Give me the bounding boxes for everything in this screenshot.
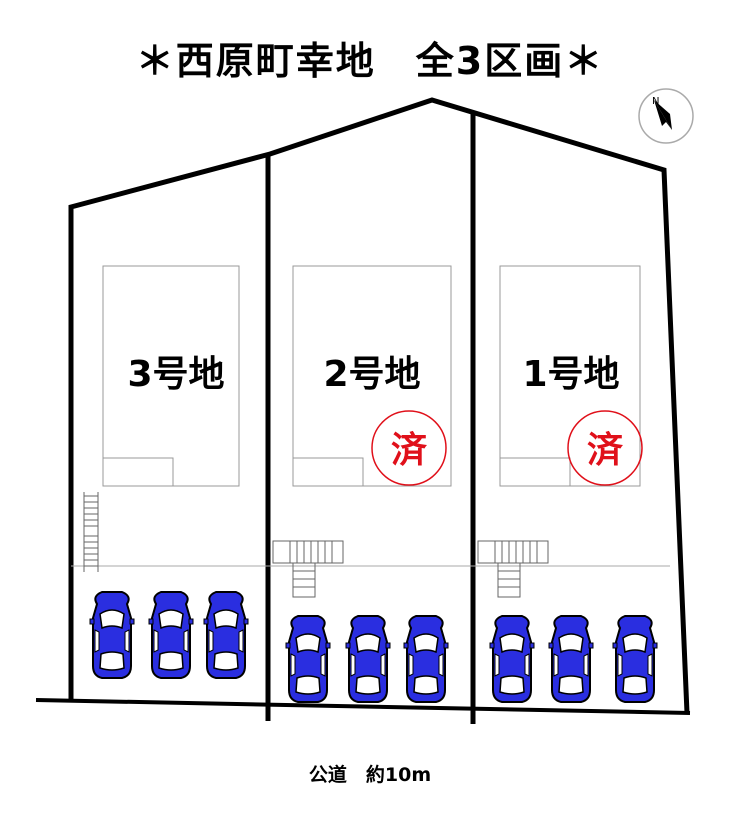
stairs-icon (83, 491, 99, 573)
sold-mark: 済 (391, 430, 427, 471)
site-boundary (68, 97, 690, 714)
building-annex (292, 457, 364, 487)
building-annex (102, 457, 174, 487)
road-label: 公道 約10m (308, 764, 432, 786)
road-edge-line (35, 698, 691, 715)
parking-car-icon (148, 591, 194, 679)
sold-stamp: 済 (567, 410, 643, 486)
page-title: ＊西原町幸地 全3区画＊ (135, 39, 605, 83)
parking-car-icon (612, 615, 658, 703)
parking-car-icon (345, 615, 391, 703)
parking-car-icon (489, 615, 535, 703)
lot-1[interactable]: 1号地 済 (473, 265, 670, 703)
lot-2[interactable]: 2号地 済 (268, 265, 473, 703)
parking-car-icon (89, 591, 135, 679)
stairs-icon (477, 540, 549, 598)
sold-mark: 済 (587, 430, 623, 471)
lot-label: 2号地 (323, 354, 420, 395)
parking-car-icon (285, 615, 331, 703)
lot-3[interactable]: 3号地 (71, 265, 268, 679)
parking-car-icon (403, 615, 449, 703)
sold-stamp: 済 (371, 410, 447, 486)
compass-label: N (652, 96, 659, 107)
parking-car-icon (548, 615, 594, 703)
parking-car-icon (203, 591, 249, 679)
stairs-icon (272, 540, 344, 598)
north-compass-icon: N (638, 88, 694, 144)
building-footprint (292, 265, 452, 487)
building-annex (499, 457, 571, 487)
lot-label: 3号地 (127, 354, 224, 395)
lot-label: 1号地 (522, 354, 619, 395)
